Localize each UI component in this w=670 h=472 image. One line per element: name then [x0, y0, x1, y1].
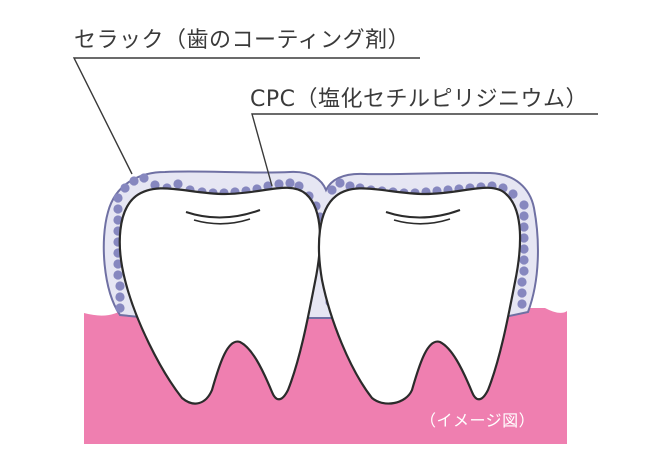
cpc-particle: [508, 189, 518, 199]
cpc-particle: [285, 178, 295, 188]
cpc-particle: [120, 183, 130, 193]
cpc-particle: [519, 255, 529, 265]
right-tooth: [317, 186, 522, 405]
left-tooth-groove: [185, 209, 261, 219]
cpc-particle: [139, 173, 149, 183]
cpc-leader-line: [251, 113, 598, 187]
cpc-particle: [327, 185, 337, 195]
cpc-particle: [519, 244, 529, 254]
cpc-particle: [115, 303, 125, 313]
cpc-particle: [519, 266, 529, 276]
cpc-particle: [519, 222, 529, 232]
cpc-particle: [517, 277, 527, 287]
cpc-particle: [129, 176, 139, 186]
cpc-particle: [517, 288, 527, 298]
cpc-particle: [113, 204, 123, 214]
coating-leader-line: [72, 57, 420, 175]
cpc-particle: [335, 178, 345, 188]
cpc-particle: [517, 299, 527, 309]
cpc-label: CPC（塩化セチルピリジニウム）: [250, 87, 588, 112]
cpc-particle: [173, 179, 183, 189]
image-caption: （イメージ図）: [420, 411, 536, 430]
cpc-particle: [519, 233, 529, 243]
cpc-particle: [519, 200, 529, 210]
cpc-particle: [113, 193, 123, 203]
right-tooth-groove: [385, 209, 461, 219]
right-tooth-groove-2: [393, 218, 451, 225]
left-tooth-groove-2: [193, 218, 251, 225]
cpc-particle: [113, 215, 123, 225]
cpc-particle: [115, 281, 125, 291]
cpc-particle: [150, 180, 160, 190]
cpc-particle: [113, 270, 123, 280]
cpc-particle: [274, 179, 284, 189]
cpc-particle: [519, 211, 529, 221]
coating-label: セラック（歯のコーティング剤）: [74, 28, 411, 53]
cpc-particle: [115, 292, 125, 302]
